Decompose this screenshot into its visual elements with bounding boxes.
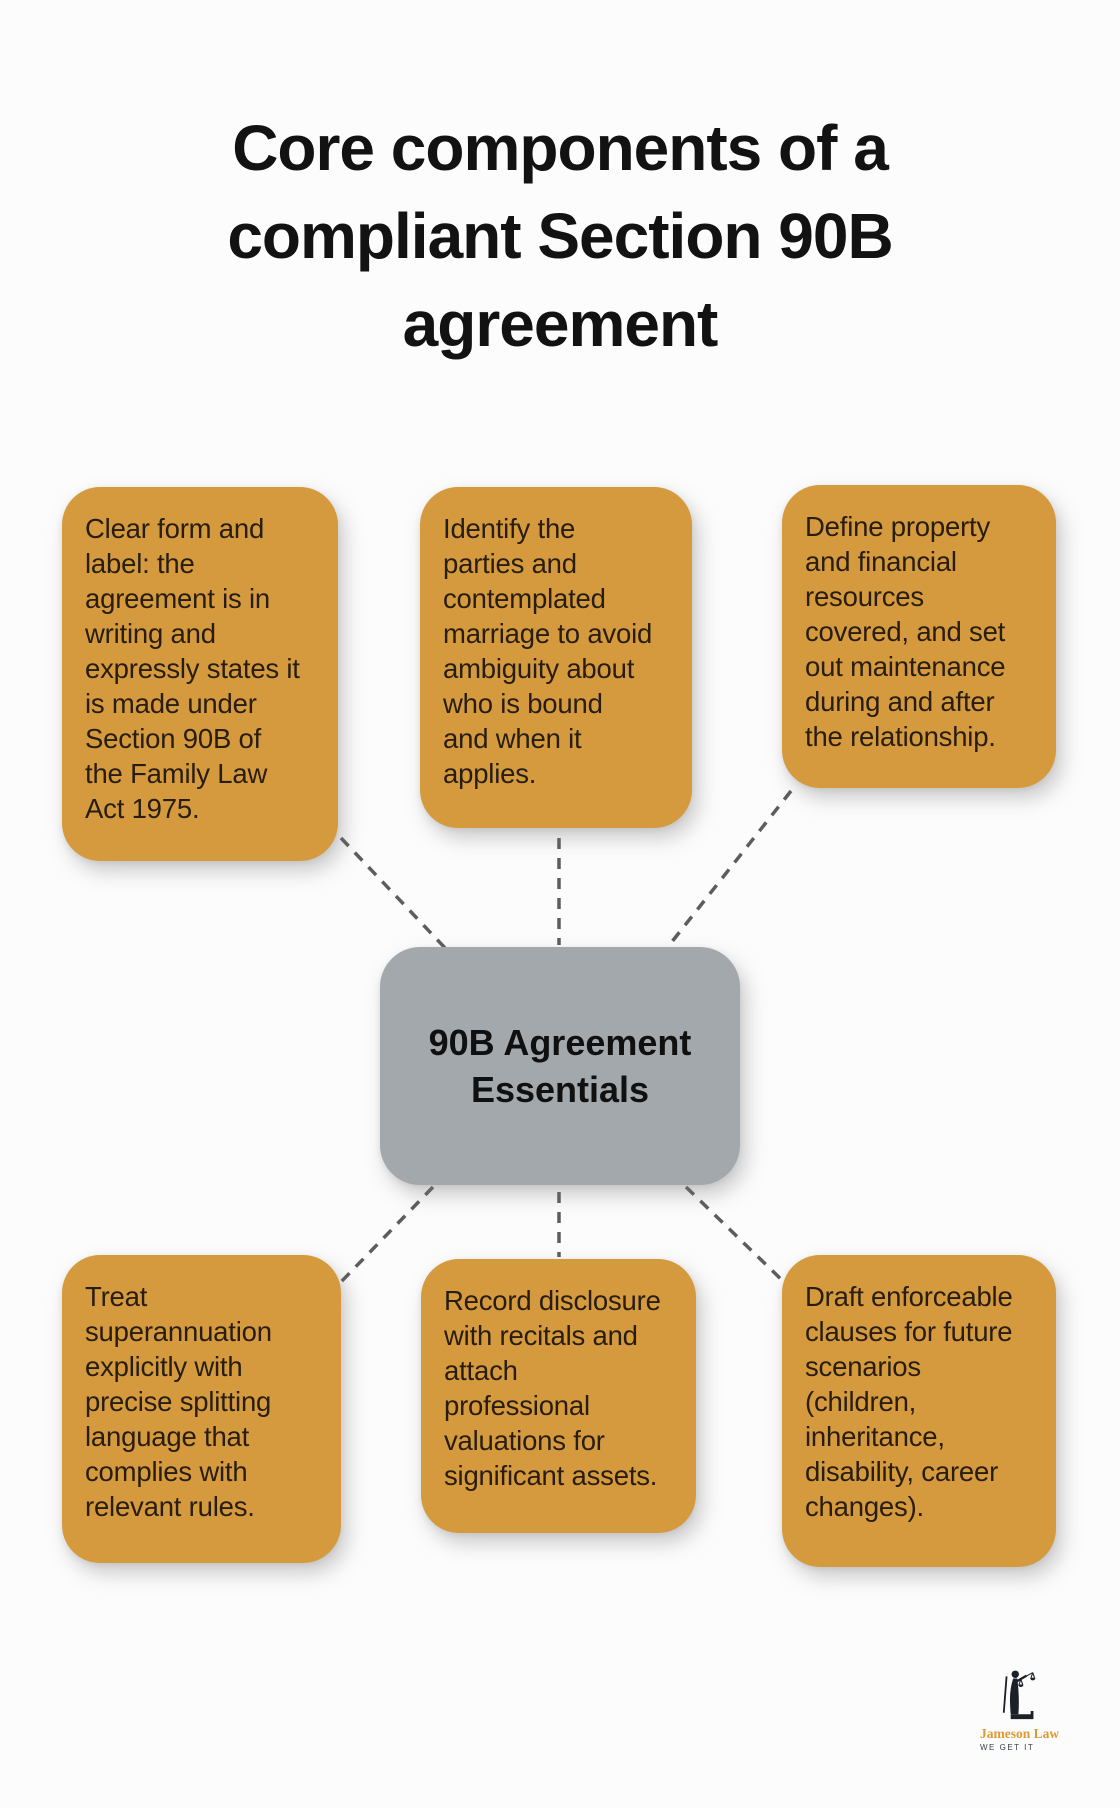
node-text: Draft enforceable clauses for future sce…	[805, 1281, 1013, 1522]
page-title: Core components of a compliant Section 9…	[227, 112, 893, 360]
node-text: Clear form and label: the agreement is i…	[85, 513, 300, 824]
brand-logo: Jameson Law WE GET IT	[980, 1668, 1060, 1752]
node-text: Record disclosure with recitals and atta…	[444, 1285, 661, 1491]
connector-line	[684, 1185, 788, 1286]
node-identify-parties: Identify the parties and contemplated ma…	[420, 487, 692, 828]
node-define-property: Define property and financial resources …	[782, 485, 1056, 788]
center-node-label: 90B Agreement Essentials	[428, 1022, 692, 1110]
connector-line	[665, 789, 793, 950]
node-text: Treat superannuation explicitly with pre…	[85, 1281, 272, 1522]
logo-tagline: WE GET IT	[980, 1743, 1035, 1752]
connector-line	[339, 836, 449, 952]
center-node-90b-agreement-essentials: 90B Agreement Essentials	[380, 947, 740, 1185]
node-clear-form-and-label: Clear form and label: the agreement is i…	[62, 487, 338, 861]
node-treat-superannuation: Treat superannuation explicitly with pre…	[62, 1255, 341, 1563]
connector-line	[337, 1185, 435, 1286]
node-record-disclosure: Record disclosure with recitals and atta…	[421, 1259, 696, 1533]
node-draft-enforceable-clauses: Draft enforceable clauses for future sce…	[782, 1255, 1056, 1567]
node-text: Define property and financial resources …	[805, 511, 1006, 752]
scales-of-justice-icon	[1002, 1670, 1036, 1720]
node-text: Identify the parties and contemplated ma…	[443, 513, 653, 789]
logo-name: Jameson Law	[980, 1726, 1060, 1741]
